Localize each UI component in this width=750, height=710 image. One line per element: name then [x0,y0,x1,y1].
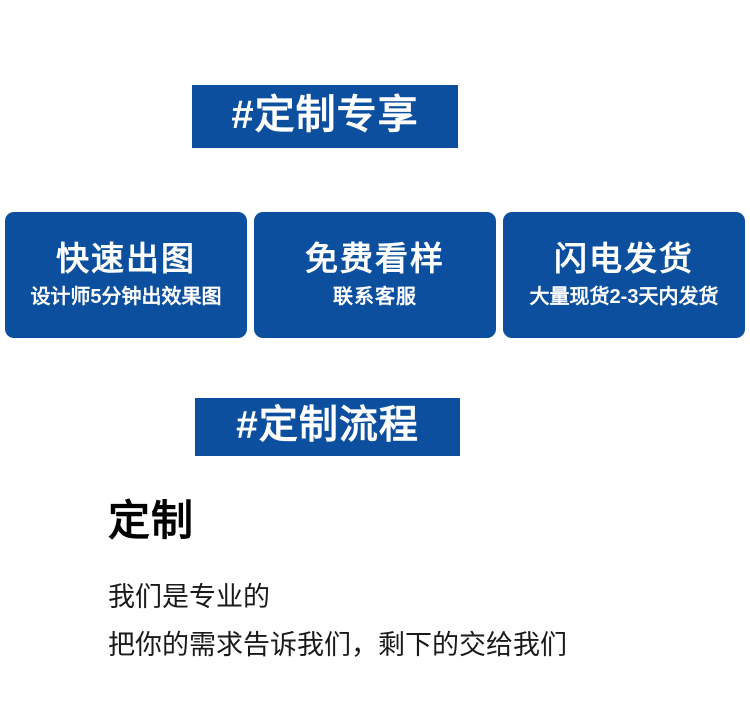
feature-card-fast-draft[interactable]: 快速出图 设计师5分钟出效果图 [5,212,247,338]
feature-card-subtitle: 联系客服 [333,285,417,308]
section-banner-process-label: #定制流程 [236,404,419,447]
copy-heading: 定制 [108,497,195,544]
feature-card-fast-shipping[interactable]: 闪电发货 大量现货2-3天内发货 [503,212,745,338]
section-banner-process: #定制流程 [195,398,460,456]
feature-card-subtitle: 设计师5分钟出效果图 [30,285,222,308]
section-banner-exclusive-label: #定制专享 [231,93,419,137]
feature-card-title: 闪电发货 [554,240,694,278]
feature-card-row: 快速出图 设计师5分钟出效果图 免费看样 联系客服 闪电发货 大量现货2-3天内… [5,212,745,338]
copy-line-professional: 我们是专业的 [108,582,270,613]
copy-line-tell-us: 把你的需求告诉我们，剩下的交给我们 [108,630,567,661]
feature-card-free-sample[interactable]: 免费看样 联系客服 [254,212,496,338]
section-banner-exclusive: #定制专享 [192,85,458,148]
feature-card-title: 免费看样 [305,240,445,278]
customization-copy-block: 定制 我们是专业的 把你的需求告诉我们，剩下的交给我们 [108,497,708,661]
feature-card-title: 快速出图 [56,240,196,278]
feature-card-subtitle: 大量现货2-3天内发货 [529,285,719,308]
